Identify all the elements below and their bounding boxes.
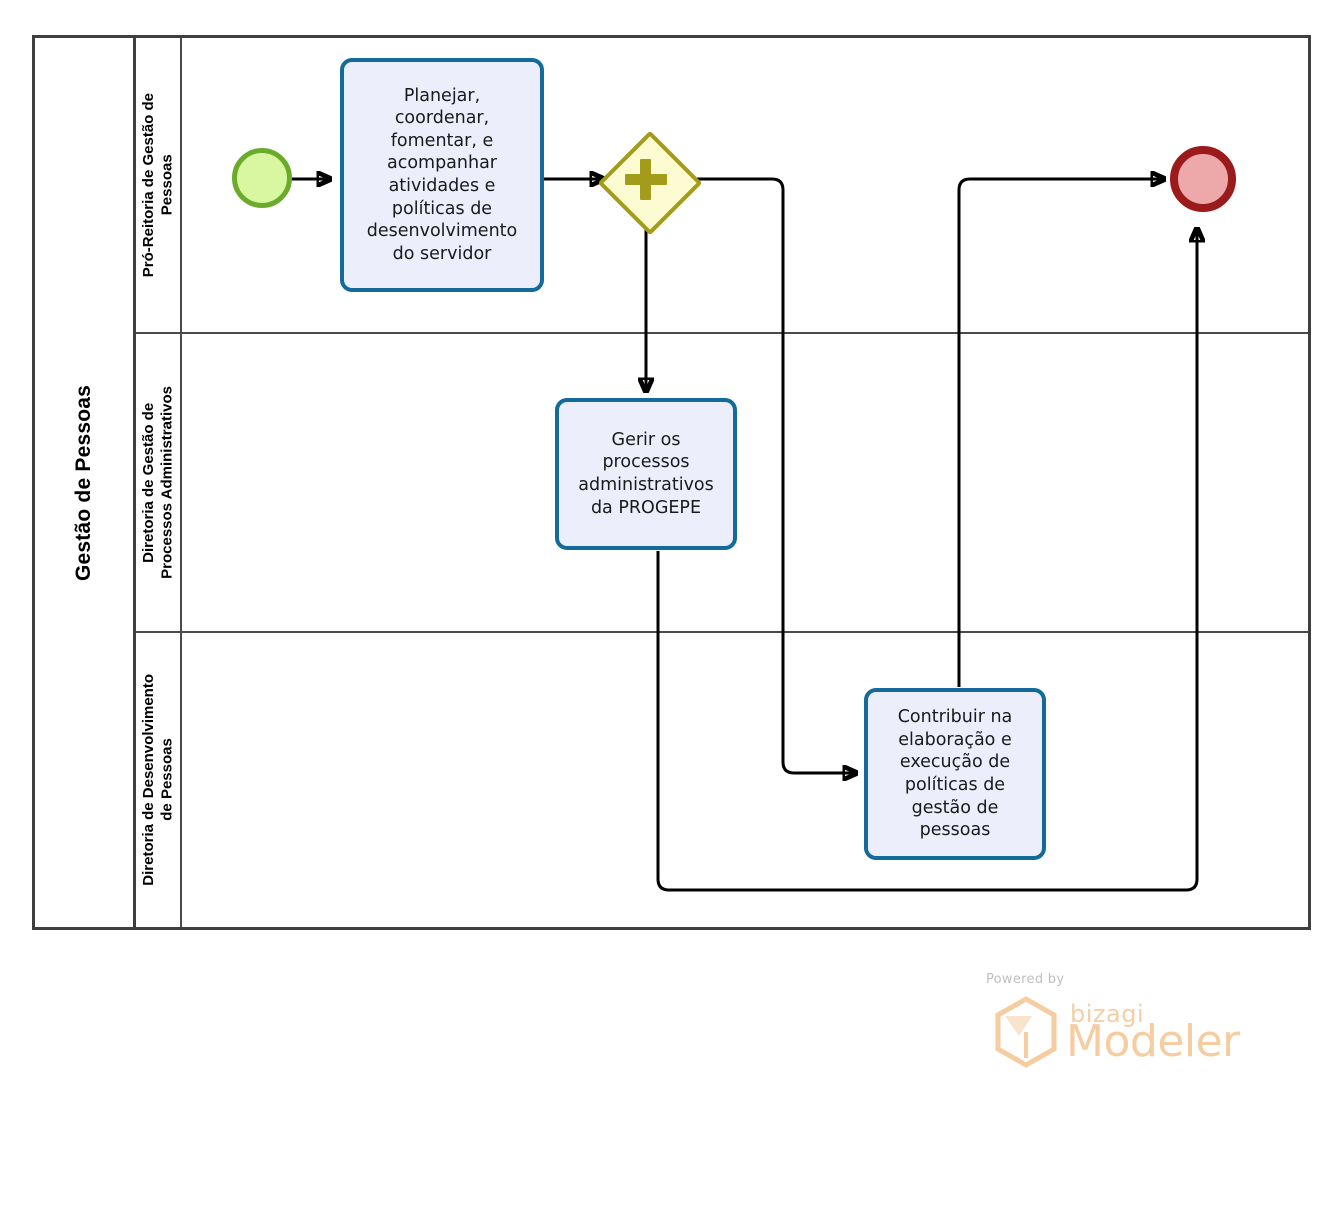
lane-diretoria-desenvolvimento-de-pessoas[interactable]: Diretoria de Desenvolvimento de Pessoas: [136, 631, 1308, 927]
pool-title-label: Gestão de Pessoas: [72, 384, 95, 581]
task-contribuir-elaboracao-execucao[interactable]: Contribuir na elaboração e execução de p…: [864, 688, 1046, 860]
lane-header-pro-reitoria: Pró-Reitoria de Gestão de Pessoas: [136, 38, 182, 332]
lane-label-desenvolvimento-de-pessoas: Diretoria de Desenvolvimento de Pessoas: [139, 674, 175, 886]
bizagi-hexagon-logo-icon: [995, 996, 1057, 1068]
task-contribuir-label: Contribuir na elaboração e execução de p…: [897, 707, 1013, 841]
lane-label-processos-administrativos: Diretoria de Gestão de Processos Adminis…: [139, 386, 175, 579]
plus-icon-vertical-bar: [640, 159, 651, 200]
lane-label-pro-reitoria: Pró-Reitoria de Gestão de Pessoas: [139, 92, 175, 278]
task-gerir-label: Gerir os processos administrativos da PR…: [578, 429, 714, 518]
lane-header-processos-administrativos: Diretoria de Gestão de Processos Adminis…: [136, 334, 182, 631]
start-event[interactable]: [232, 148, 292, 208]
pool-title: Gestão de Pessoas: [35, 38, 136, 927]
powered-by-label: Powered by: [986, 972, 1065, 987]
bizagi-brand-label: bizagi: [1070, 1000, 1145, 1028]
task-planejar-label: Planejar, coordenar, fomentar, e acompan…: [366, 85, 518, 264]
bizagi-watermark: Powered by bizagi Modeler: [986, 972, 1246, 1072]
task-planejar-coordenar-fomentar[interactable]: Planejar, coordenar, fomentar, e acompan…: [340, 58, 544, 292]
task-gerir-processos-administrativos[interactable]: Gerir os processos administrativos da PR…: [555, 398, 737, 550]
lane-pro-reitoria-de-gestao-de-pessoas[interactable]: Pró-Reitoria de Gestão de Pessoas: [136, 38, 1308, 332]
lane-header-desenvolvimento-de-pessoas: Diretoria de Desenvolvimento de Pessoas: [136, 633, 182, 927]
parallel-gateway[interactable]: [597, 130, 703, 236]
bizagi-modeler-label: Modeler: [1066, 1016, 1240, 1067]
end-event[interactable]: [1170, 146, 1236, 212]
